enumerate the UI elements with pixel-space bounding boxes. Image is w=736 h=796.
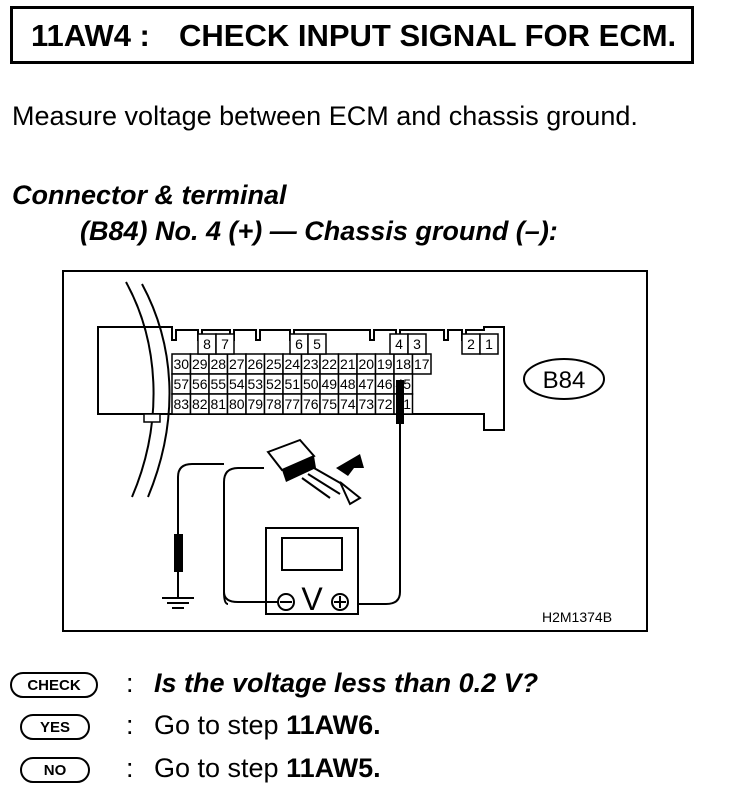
pin-24: 24 bbox=[284, 356, 300, 372]
pin-78: 78 bbox=[266, 396, 282, 412]
ground-lead bbox=[177, 463, 224, 562]
connector-tab bbox=[143, 413, 161, 423]
yes-target-step: 11AW6. bbox=[286, 710, 381, 740]
pin-55: 55 bbox=[210, 376, 226, 392]
pin-56: 56 bbox=[192, 376, 208, 392]
probe-positive bbox=[396, 380, 404, 424]
pin-7-cell bbox=[215, 333, 235, 355]
pin-74: 74 bbox=[340, 396, 356, 412]
check-row: CHECK : Is the voltage less than 0.2 V? bbox=[10, 668, 730, 708]
pin-22: 22 bbox=[321, 356, 337, 372]
no-text: Go to step 11AW5. bbox=[154, 753, 381, 783]
pin-51: 51 bbox=[284, 376, 300, 392]
pin-83: 83 bbox=[173, 396, 189, 412]
pin-7: 7 bbox=[221, 336, 229, 352]
pin-57: 57 bbox=[173, 376, 189, 392]
yes-badge: YES bbox=[20, 714, 90, 740]
harness-plug-icon bbox=[266, 438, 364, 506]
pin-77: 77 bbox=[284, 396, 300, 412]
pin-5: 5 bbox=[313, 336, 321, 352]
connector-label-oval bbox=[523, 358, 605, 400]
no-target-step: 11AW5. bbox=[286, 753, 381, 783]
pin-72: 72 bbox=[377, 396, 393, 412]
check-badge: CHECK bbox=[10, 672, 98, 698]
pin-25: 25 bbox=[266, 356, 282, 372]
pin-46: 46 bbox=[377, 376, 393, 392]
pin-27: 27 bbox=[229, 356, 245, 372]
step-code: 11AW4 : bbox=[31, 18, 150, 53]
pin-5-cell bbox=[307, 333, 327, 355]
step-title: CHECK INPUT SIGNAL FOR ECM. bbox=[179, 18, 677, 53]
no-badge: NO bbox=[20, 757, 90, 783]
pin-76: 76 bbox=[303, 396, 319, 412]
pin-79: 79 bbox=[247, 396, 263, 412]
no-row: NO : Go to step 11AW5. bbox=[10, 753, 730, 793]
pin-1: 1 bbox=[485, 336, 493, 352]
pin-30: 30 bbox=[173, 356, 189, 372]
connector-terminal: (B84) No. 4 (+) — Chassis ground (–): bbox=[80, 216, 558, 246]
pin-20: 20 bbox=[358, 356, 374, 372]
pin-8: 8 bbox=[203, 336, 211, 352]
voltmeter: V bbox=[265, 527, 359, 617]
pin-75: 75 bbox=[321, 396, 337, 412]
pin-73: 73 bbox=[358, 396, 374, 412]
pin-17: 17 bbox=[414, 356, 430, 372]
pin-2: 2 bbox=[467, 336, 475, 352]
harness-wire-left-1 bbox=[125, 281, 155, 498]
pin-4: 4 bbox=[395, 336, 403, 352]
pin-6: 6 bbox=[295, 336, 303, 352]
pin-54: 54 bbox=[229, 376, 245, 392]
pin-3: 3 bbox=[413, 336, 421, 352]
pin-1-cell bbox=[479, 333, 499, 355]
pin-3-cell bbox=[407, 333, 427, 355]
pin-26: 26 bbox=[247, 356, 263, 372]
step-title-box: 11AW4 : CHECK INPUT SIGNAL FOR ECM. bbox=[10, 6, 694, 64]
harness-wire-left-2 bbox=[141, 283, 171, 498]
pin-29: 29 bbox=[192, 356, 208, 372]
pin-28: 28 bbox=[210, 356, 226, 372]
pin-81: 81 bbox=[210, 396, 226, 412]
yes-text: Go to step 11AW6. bbox=[154, 710, 381, 740]
yes-colon: : bbox=[126, 710, 134, 740]
pin-23: 23 bbox=[303, 356, 319, 372]
yes-row: YES : Go to step 11AW6. bbox=[10, 710, 730, 750]
pin-21: 21 bbox=[340, 356, 356, 372]
pin-50: 50 bbox=[303, 376, 319, 392]
pin-82: 82 bbox=[192, 396, 208, 412]
probe-negative bbox=[174, 534, 183, 572]
pin-18: 18 bbox=[395, 356, 411, 372]
pin-52: 52 bbox=[266, 376, 282, 392]
pin-53: 53 bbox=[247, 376, 263, 392]
no-colon: : bbox=[126, 753, 134, 783]
check-question: Is the voltage less than 0.2 V? bbox=[154, 668, 539, 698]
connector-label: B84 bbox=[543, 367, 586, 394]
meter-symbol: V bbox=[301, 581, 323, 617]
pin-48: 48 bbox=[340, 376, 356, 392]
pin-49: 49 bbox=[321, 376, 337, 392]
instruction-text: Measure voltage between ECM and chassis … bbox=[12, 101, 638, 131]
pin-47: 47 bbox=[358, 376, 374, 392]
figure-code: H2M1374B bbox=[542, 609, 612, 625]
check-colon: : bbox=[126, 668, 134, 698]
pin-19: 19 bbox=[377, 356, 393, 372]
connector-heading: Connector & terminal bbox=[12, 180, 287, 210]
pin-80: 80 bbox=[229, 396, 245, 412]
